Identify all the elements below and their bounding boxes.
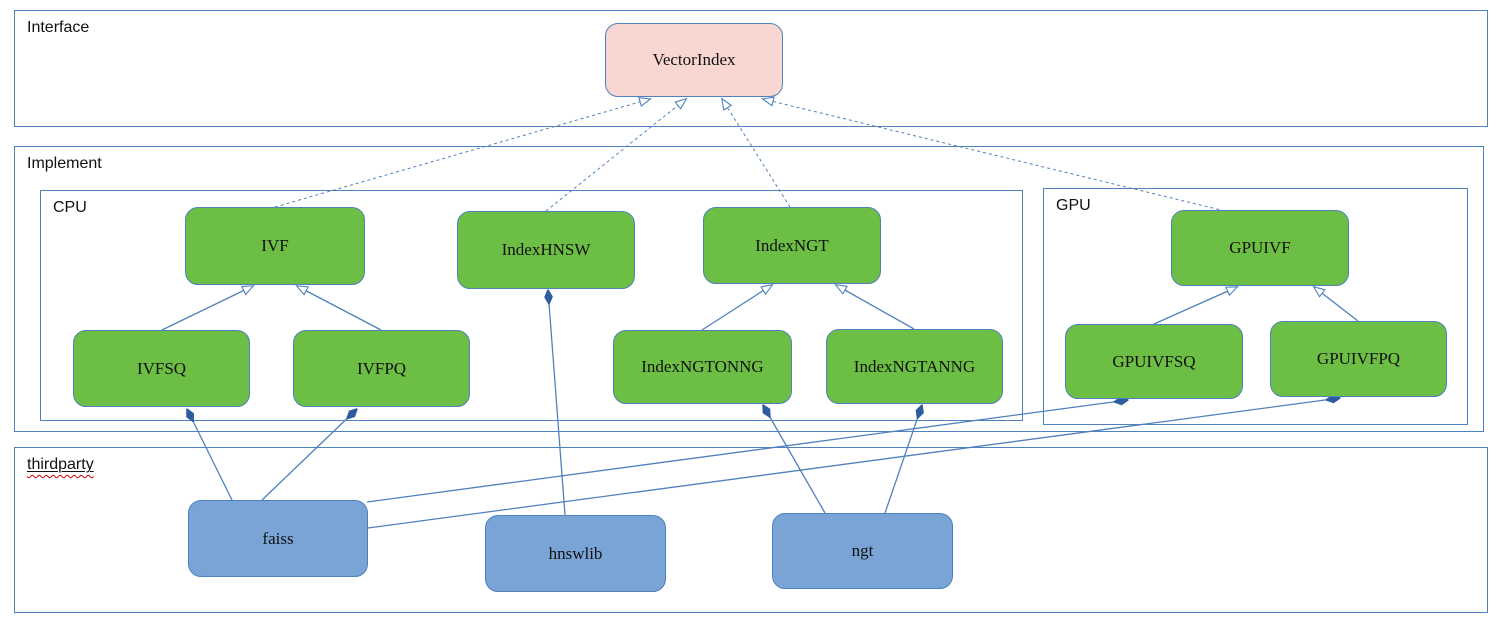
node-indexngt-label: IndexNGT <box>755 235 829 255</box>
node-ngt-label: ngt <box>851 541 874 560</box>
container-interface-label: Interface <box>27 19 90 36</box>
node-ivf-label: IVF <box>261 236 289 255</box>
node-gpuivfpq-label: GPUIVFPQ <box>1316 349 1401 368</box>
node-ivfpq-label: IVFPQ <box>356 358 407 378</box>
container-gpu-label: GPU <box>1056 197 1091 214</box>
node-gpuivfsq: GPUIVFSQ <box>1065 324 1243 399</box>
node-indexngtonng: IndexNGTONNG <box>613 330 792 404</box>
node-indexhnsw: IndexHNSW <box>457 211 635 289</box>
node-ivfsq-label: IVFSQ <box>136 358 187 378</box>
node-faiss: faiss <box>188 500 368 577</box>
node-indexngtonng-label: IndexNGTONNG <box>641 357 764 376</box>
node-faiss-label: faiss <box>262 528 294 548</box>
node-gpuivf: GPUIVF <box>1171 210 1349 286</box>
node-ngt: ngt <box>772 513 953 589</box>
node-gpuivf-label: GPUIVF <box>1229 238 1291 257</box>
node-gpuivfsq-label: GPUIVFSQ <box>1112 351 1196 371</box>
container-thirdparty-label: thirdparty <box>27 456 94 473</box>
node-hnswlib: hnswlib <box>485 515 666 592</box>
node-vectorindex: VectorIndex <box>605 23 783 97</box>
node-indexngt: IndexNGT <box>703 207 881 284</box>
node-ivfsq: IVFSQ <box>73 330 250 407</box>
node-ivfpq: IVFPQ <box>293 330 470 407</box>
container-implement-label: Implement <box>27 155 102 172</box>
node-indexhnsw-label: IndexHNSW <box>501 240 591 259</box>
node-indexngtanng-label: IndexNGTANNG <box>853 356 976 376</box>
node-ivf: IVF <box>185 207 365 285</box>
node-hnswlib-label: hnswlib <box>548 543 603 563</box>
node-indexngtanng: IndexNGTANNG <box>826 329 1003 404</box>
node-vectorindex-label: VectorIndex <box>652 50 736 69</box>
node-gpuivfpq: GPUIVFPQ <box>1270 321 1447 397</box>
container-cpu-label: CPU <box>53 199 87 216</box>
